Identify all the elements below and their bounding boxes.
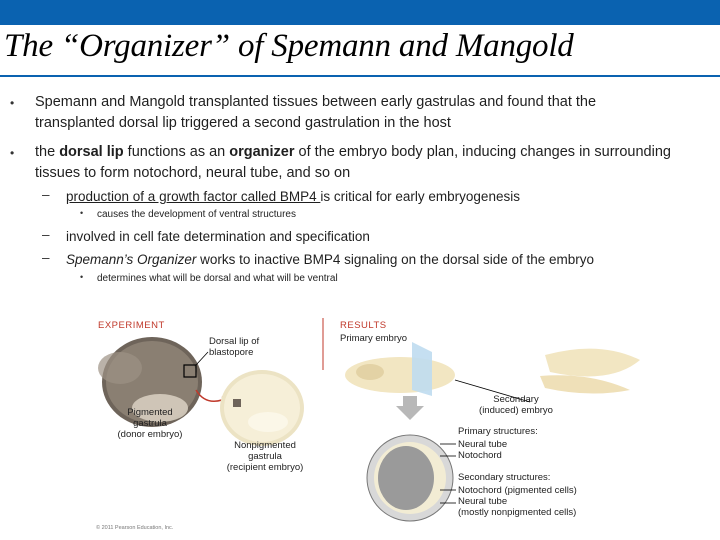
bullet-2: the dorsal lip functions as an organizer… — [35, 144, 671, 181]
primary-embryo-illustration — [345, 342, 640, 396]
dash-marker: – — [42, 227, 50, 242]
nonpigmented-gastrula-illustration — [220, 370, 304, 446]
down-arrow-icon — [396, 396, 424, 420]
secondary-embryo-label: Secondary(induced) embryo — [479, 394, 553, 416]
secondary-structures-label: Secondary structures: Notochord (pigment… — [458, 472, 577, 518]
sub-sub-bullet-1: causes the development of ventral struct… — [97, 209, 296, 220]
sub-bullet-1: production of a growth factor called BMP… — [66, 189, 520, 204]
primary-structures-label: Primary structures: Neural tube Notochor… — [458, 426, 538, 461]
results-label: RESULTS — [340, 320, 387, 331]
bullet-dot: • — [10, 146, 15, 160]
cross-section-illustration — [366, 434, 454, 522]
slide-title: The “Organizer” of Spemann and Mangold — [4, 28, 574, 64]
top-banner — [0, 0, 720, 25]
sub-bullet-3: Spemann’s Organizer works to inactive BM… — [66, 252, 595, 267]
sub-bullet-2: involved in cell fate determination and … — [66, 229, 370, 244]
primary-embryo-label: Primary embryo — [340, 333, 408, 344]
dash-marker: – — [42, 187, 50, 202]
sub-sub-bullet-2: determines what will be dorsal and what … — [97, 273, 338, 284]
title-divider — [0, 75, 720, 77]
copyright-text: © 2011 Pearson Education, Inc. — [96, 525, 174, 531]
dash-marker: – — [42, 250, 50, 265]
dorsal-lip-marker — [183, 364, 197, 378]
pigmented-gastrula-illustration — [98, 337, 202, 427]
bullet-dot: • — [80, 208, 84, 218]
bullet-1: Spemann and Mangold transplanted tissues… — [35, 94, 597, 131]
bullet-dot: • — [10, 96, 15, 110]
experiment-label: EXPERIMENT — [98, 320, 165, 331]
bullet-dot: • — [80, 272, 84, 282]
